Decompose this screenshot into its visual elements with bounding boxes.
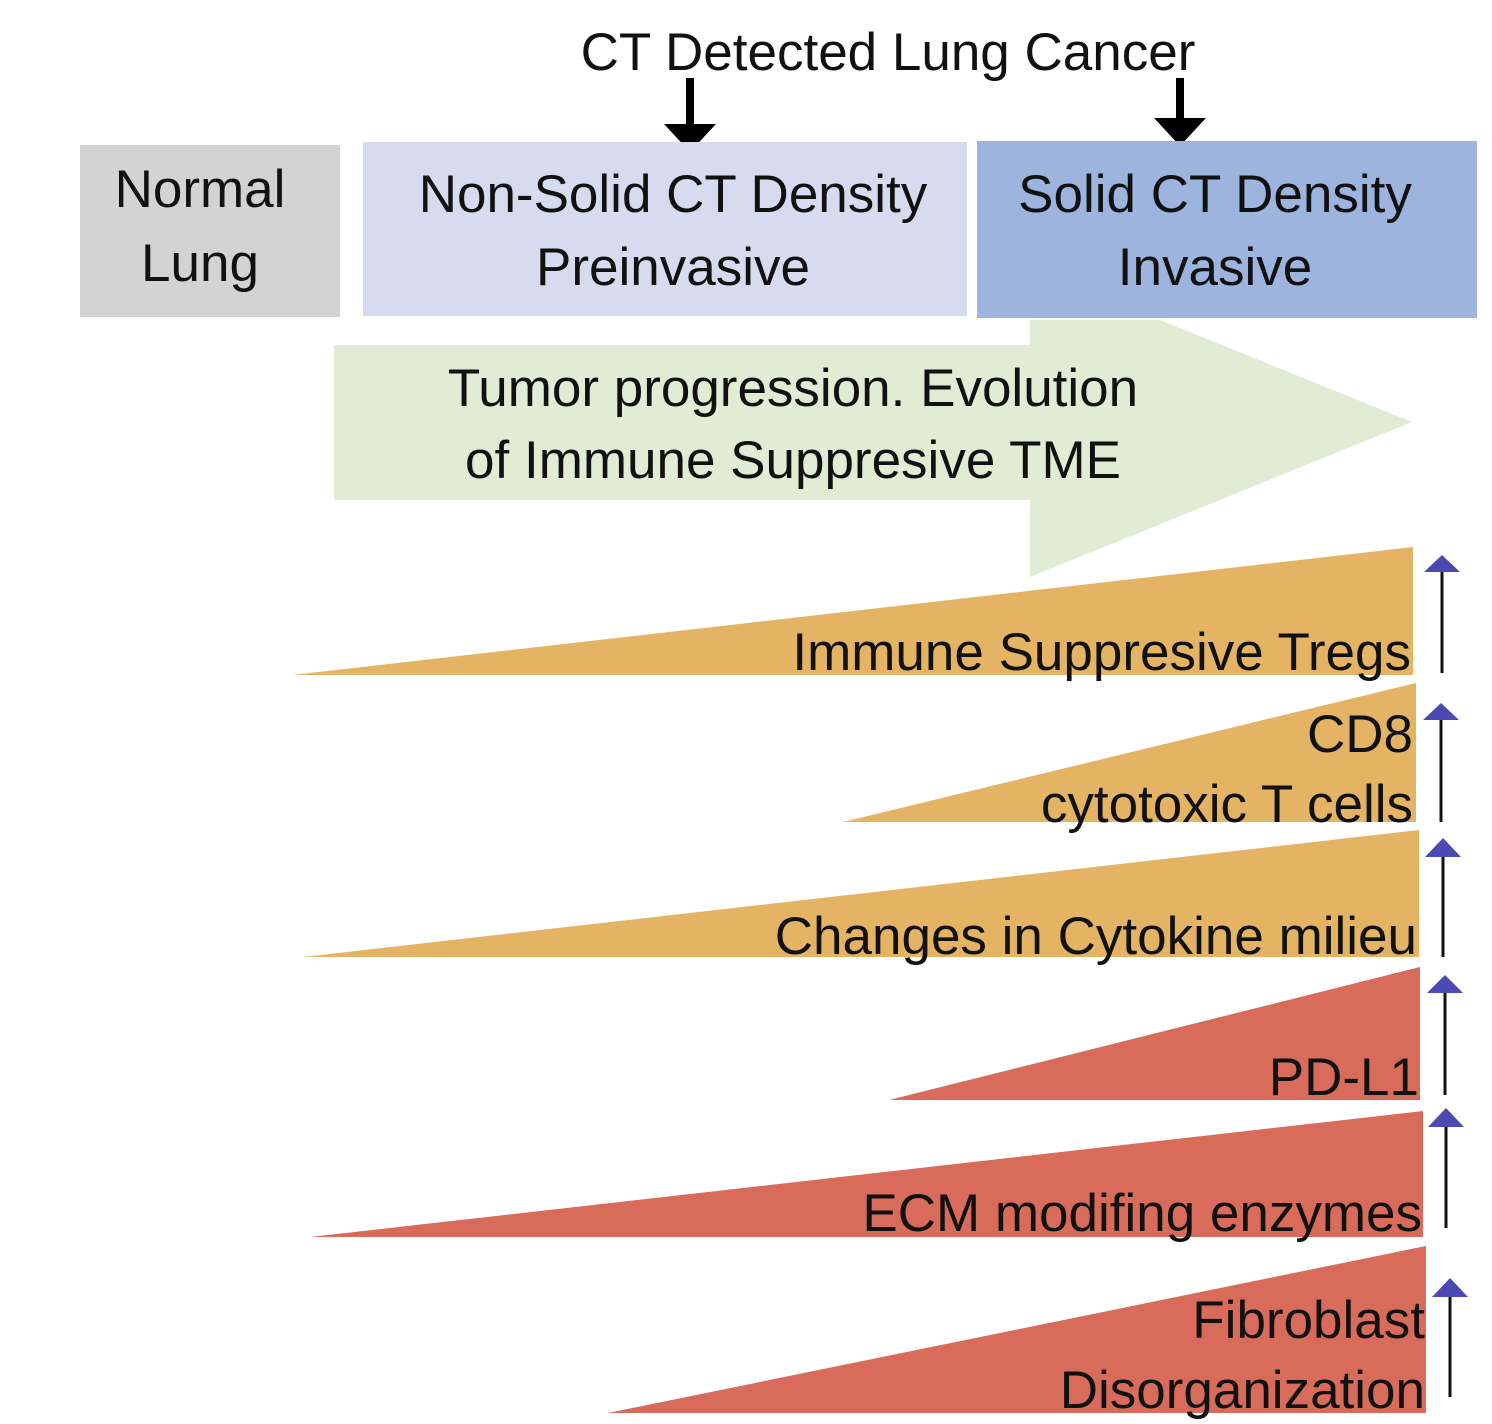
stage-label: Solid CT Density [1018,165,1412,224]
stage-solid: Solid CT Density Invasive [977,141,1477,318]
diagram-title: CT Detected Lung Cancer [581,23,1196,82]
increase-wedge [310,1111,1423,1237]
tumor-progression-arrow: Tumor progression. Evolution of Immune S… [334,320,1412,577]
increase-wedge [303,830,1419,957]
factor-label: Immune Suppresive Tregs [792,623,1411,682]
stage-label: Preinvasive [536,238,810,297]
stage-label: Lung [141,234,259,293]
up-arrow-icon [1424,555,1460,673]
factor-label: cytotoxic T cells [1041,775,1413,834]
up-arrow-icon [1425,838,1461,957]
up-arrow-icon [1428,1108,1464,1228]
factor-label: Disorganization [1060,1361,1425,1420]
increase-wedge [608,1246,1426,1413]
progression-label: of Immune Suppresive TME [465,431,1121,490]
factor-tregs: Immune Suppresive Tregs [292,547,1413,682]
down-arrow-icon [664,78,716,152]
increase-wedge [843,683,1416,822]
factor-cytokine: Changes in Cytokine milieu [303,830,1419,966]
down-arrow-icon [1154,78,1206,146]
increase-wedge [292,547,1413,675]
factor-label: PD-L1 [1269,1048,1419,1107]
factor-label: CD8 [1307,705,1413,764]
stage-normal-lung: Normal Lung [80,145,340,317]
up-arrow-icon [1423,703,1459,822]
stage-label: Invasive [1118,238,1312,297]
up-arrow-icon [1427,975,1463,1095]
increase-wedge [889,967,1420,1100]
up-arrow-icon [1432,1278,1468,1397]
stage-label: Normal [115,160,286,219]
factor-ecm: ECM modifing enzymes [310,1111,1423,1243]
stage-label: Non-Solid CT Density [419,165,928,224]
progression-label: Tumor progression. Evolution [448,359,1138,418]
factor-fibroblast: Fibroblast Disorganization [608,1246,1426,1420]
factor-label: ECM modifing enzymes [862,1184,1422,1243]
factor-cd8: CD8 cytotoxic T cells [843,683,1416,834]
factor-label: Fibroblast [1192,1291,1425,1350]
factor-label: Changes in Cytokine milieu [775,907,1417,966]
stage-non-solid: Non-Solid CT Density Preinvasive [363,142,967,316]
factor-pd-l1: PD-L1 [889,967,1420,1107]
